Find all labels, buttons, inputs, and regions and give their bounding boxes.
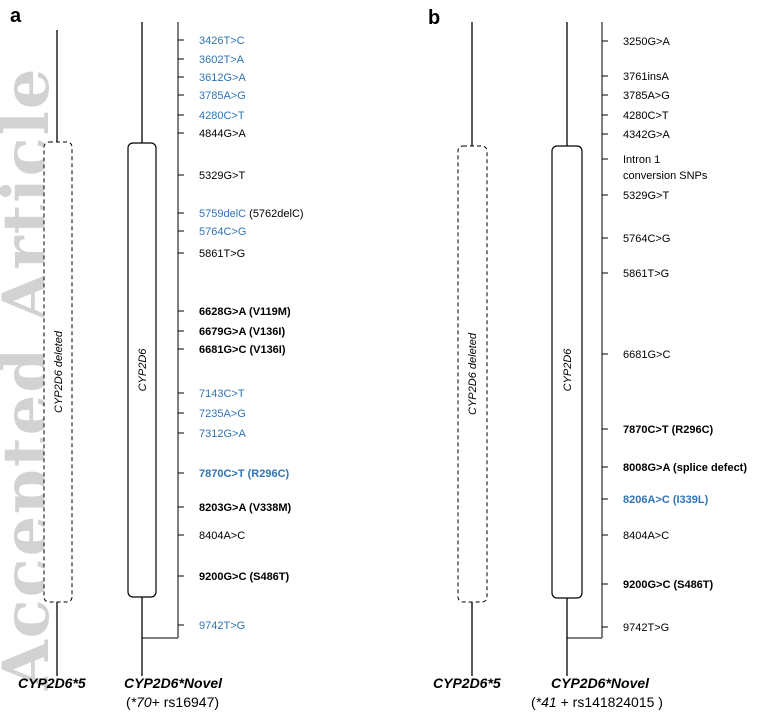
- variant-label: 5861T>G: [199, 248, 245, 260]
- panel-b-deleted-box: [457, 145, 488, 603]
- variant-label: 8404A>C: [199, 530, 245, 542]
- variant-label: 3426T>C: [199, 35, 245, 47]
- variant-label: 5764C>G: [199, 226, 246, 238]
- variant-label: 7312G>A: [199, 428, 246, 440]
- panel-a-deleted-box: [43, 141, 73, 603]
- variant-label: 7870C>T (R296C): [623, 424, 714, 436]
- variant-label: 5764C>G: [623, 233, 670, 245]
- panel-b-gene-label: CYP2D6: [562, 348, 574, 392]
- variant-label: Intron 1: [623, 154, 660, 166]
- variant-label: 9742T>G: [199, 620, 245, 632]
- panel-a-letter: a: [10, 5, 22, 27]
- variant-label: 7143C>T: [199, 388, 245, 400]
- panel-a-right-allele-name: CYP2D6*Novel: [124, 675, 223, 691]
- panel-b: CYP2D6 deleted CYP2D6 3250G>A 3761insA 378…: [433, 22, 747, 710]
- variant-label: 6681G>C: [623, 349, 670, 361]
- panel-b-letter: b: [428, 7, 440, 29]
- variant-label: 6628G>A (V119M): [199, 306, 291, 318]
- panel-a-left-allele-name: CYP2D6*5: [18, 675, 86, 691]
- panel-b-right-allele-subtitle: (*41 + rs141824015 ): [531, 694, 663, 710]
- variant-label: 4280C>T: [623, 110, 669, 122]
- panel-b-right-allele-name: CYP2D6*Novel: [551, 675, 650, 691]
- variant-label: 3785A>G: [623, 90, 670, 102]
- panel-a-right-allele-subtitle: (*70+ rs16947): [126, 694, 219, 710]
- variant-label: 7235A>G: [199, 408, 246, 420]
- variant-label: 5329G>T: [199, 170, 245, 182]
- variant-label: 3602T>A: [199, 54, 245, 66]
- panel-a-gene-label: CYP2D6: [137, 348, 149, 392]
- variant-label: 8203G>A (V338M): [199, 502, 292, 514]
- panel-b-left-allele-name: CYP2D6*5: [433, 675, 501, 691]
- panel-a: CYP2D6 deleted CYP2D6 3426T>C 3602T>A 3612…: [18, 22, 304, 710]
- panel-a-gene-box: [127, 142, 157, 598]
- variant-label: 6681G>C (V136I): [199, 344, 286, 356]
- variant-label: 7870C>T (R296C): [199, 468, 290, 480]
- variant-label: 9742T>G: [623, 622, 669, 634]
- variant-label: 8404A>C: [623, 530, 669, 542]
- variant-label: 5861T>G: [623, 268, 669, 280]
- variant-label: 9200G>C (S486T): [623, 579, 714, 591]
- panel-b-variant-list: 3250G>A 3761insA 3785A>G 4280C>T 4342G>A Intr…: [602, 36, 747, 634]
- variant-label-line2: conversion SNPs: [623, 170, 708, 182]
- panel-a-variant-list: 3426T>C 3602T>A 3612G>A 3785A>G 4280C>T 4844G…: [178, 35, 304, 632]
- variant-label: 4844G>A: [199, 128, 246, 140]
- variant-label: 4280C>T: [199, 110, 245, 122]
- variant-label: 3250G>A: [623, 36, 670, 48]
- variant-label: 8008G>A (splice defect): [623, 462, 747, 474]
- variant-label: 3612G>A: [199, 72, 246, 84]
- variant-label: 3761insA: [623, 71, 670, 83]
- panel-a-deleted-label: CYP2D6 deleted: [53, 330, 65, 413]
- variant-label: 5759delC (5762delC): [199, 208, 304, 220]
- variant-label: 5329G>T: [623, 190, 669, 202]
- variant-label: 6679G>A (V136I): [199, 326, 285, 338]
- variant-label: 8206A>C (I339L): [623, 494, 709, 506]
- panel-b-gene-box: [551, 145, 583, 599]
- panel-b-deleted-label: CYP2D6 deleted: [467, 332, 479, 415]
- variant-label: 9200G>C (S486T): [199, 571, 290, 583]
- variant-label: 4342G>A: [623, 129, 670, 141]
- variant-label: 3785A>G: [199, 90, 246, 102]
